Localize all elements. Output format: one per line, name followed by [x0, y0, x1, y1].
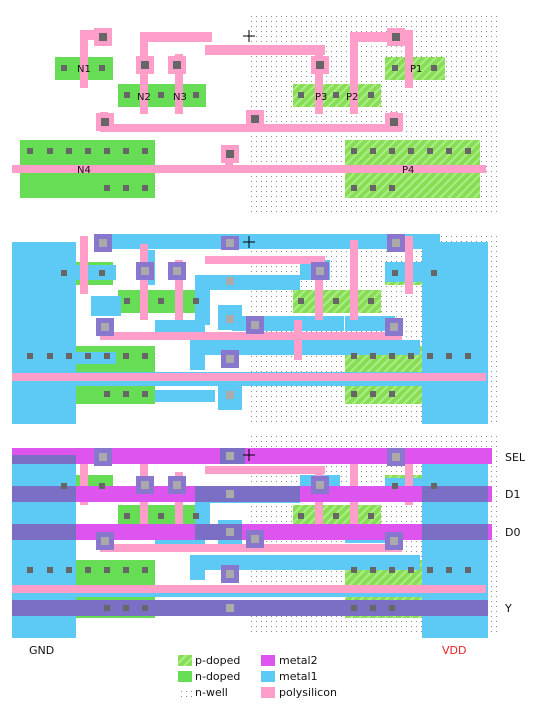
legend-label-polysilicon: polysilicon [279, 686, 337, 699]
signal-label-d1: D1 [505, 488, 520, 501]
metal2-layer [12, 448, 492, 616]
polysilicon-layer [12, 236, 486, 381]
legend-label-n-well: n-well [195, 686, 228, 699]
origin-cross [243, 449, 255, 461]
legend-swatch-p-doped [178, 655, 192, 666]
label-p4: P4 [402, 165, 414, 176]
legend-label-p-doped: p-doped [195, 654, 240, 667]
legend-swatch-metal1 [261, 671, 275, 682]
legend: p-doped n-doped n-well metal2 metal1 pol… [178, 654, 337, 699]
panel-top: N1 N2 N3 N4 P1 P2 P3 P4 [12, 12, 500, 212]
origin-cross [243, 236, 255, 248]
rail-label-vdd: VDD [442, 644, 466, 657]
legend-swatch-n-doped [178, 671, 192, 682]
label-n1: N1 [77, 64, 91, 75]
signal-label-d0: D0 [505, 526, 520, 539]
vdd-rail [422, 242, 488, 424]
legend-label-metal1: metal1 [279, 670, 318, 683]
origin-cross [243, 30, 255, 42]
panel-middle [12, 232, 500, 424]
metal1-layer [12, 234, 488, 424]
signal-label-y: Y [504, 602, 512, 615]
label-n2: N2 [137, 92, 151, 103]
y-line [12, 600, 488, 616]
legend-swatch-n-well [178, 687, 192, 698]
rail-label-gnd: GND [29, 644, 54, 657]
label-n3: N3 [173, 92, 187, 103]
label-p2: P2 [346, 92, 358, 103]
sel-line [12, 448, 492, 464]
contacts [27, 234, 471, 399]
signal-label-sel: SEL [505, 451, 526, 464]
label-p3: P3 [315, 92, 327, 103]
contacts [27, 33, 471, 191]
contacts [27, 448, 471, 612]
legend-swatch-polysilicon [261, 687, 275, 698]
label-p1: P1 [410, 64, 422, 75]
legend-label-metal2: metal2 [279, 654, 318, 667]
label-n4: N4 [77, 165, 91, 176]
gnd-rail [12, 242, 76, 424]
p-diffusion-p1 [385, 57, 445, 80]
panel-bottom: SEL D1 D0 Y GND VDD [12, 436, 526, 657]
legend-swatch-metal2 [261, 655, 275, 666]
legend-label-n-doped: n-doped [195, 670, 240, 683]
